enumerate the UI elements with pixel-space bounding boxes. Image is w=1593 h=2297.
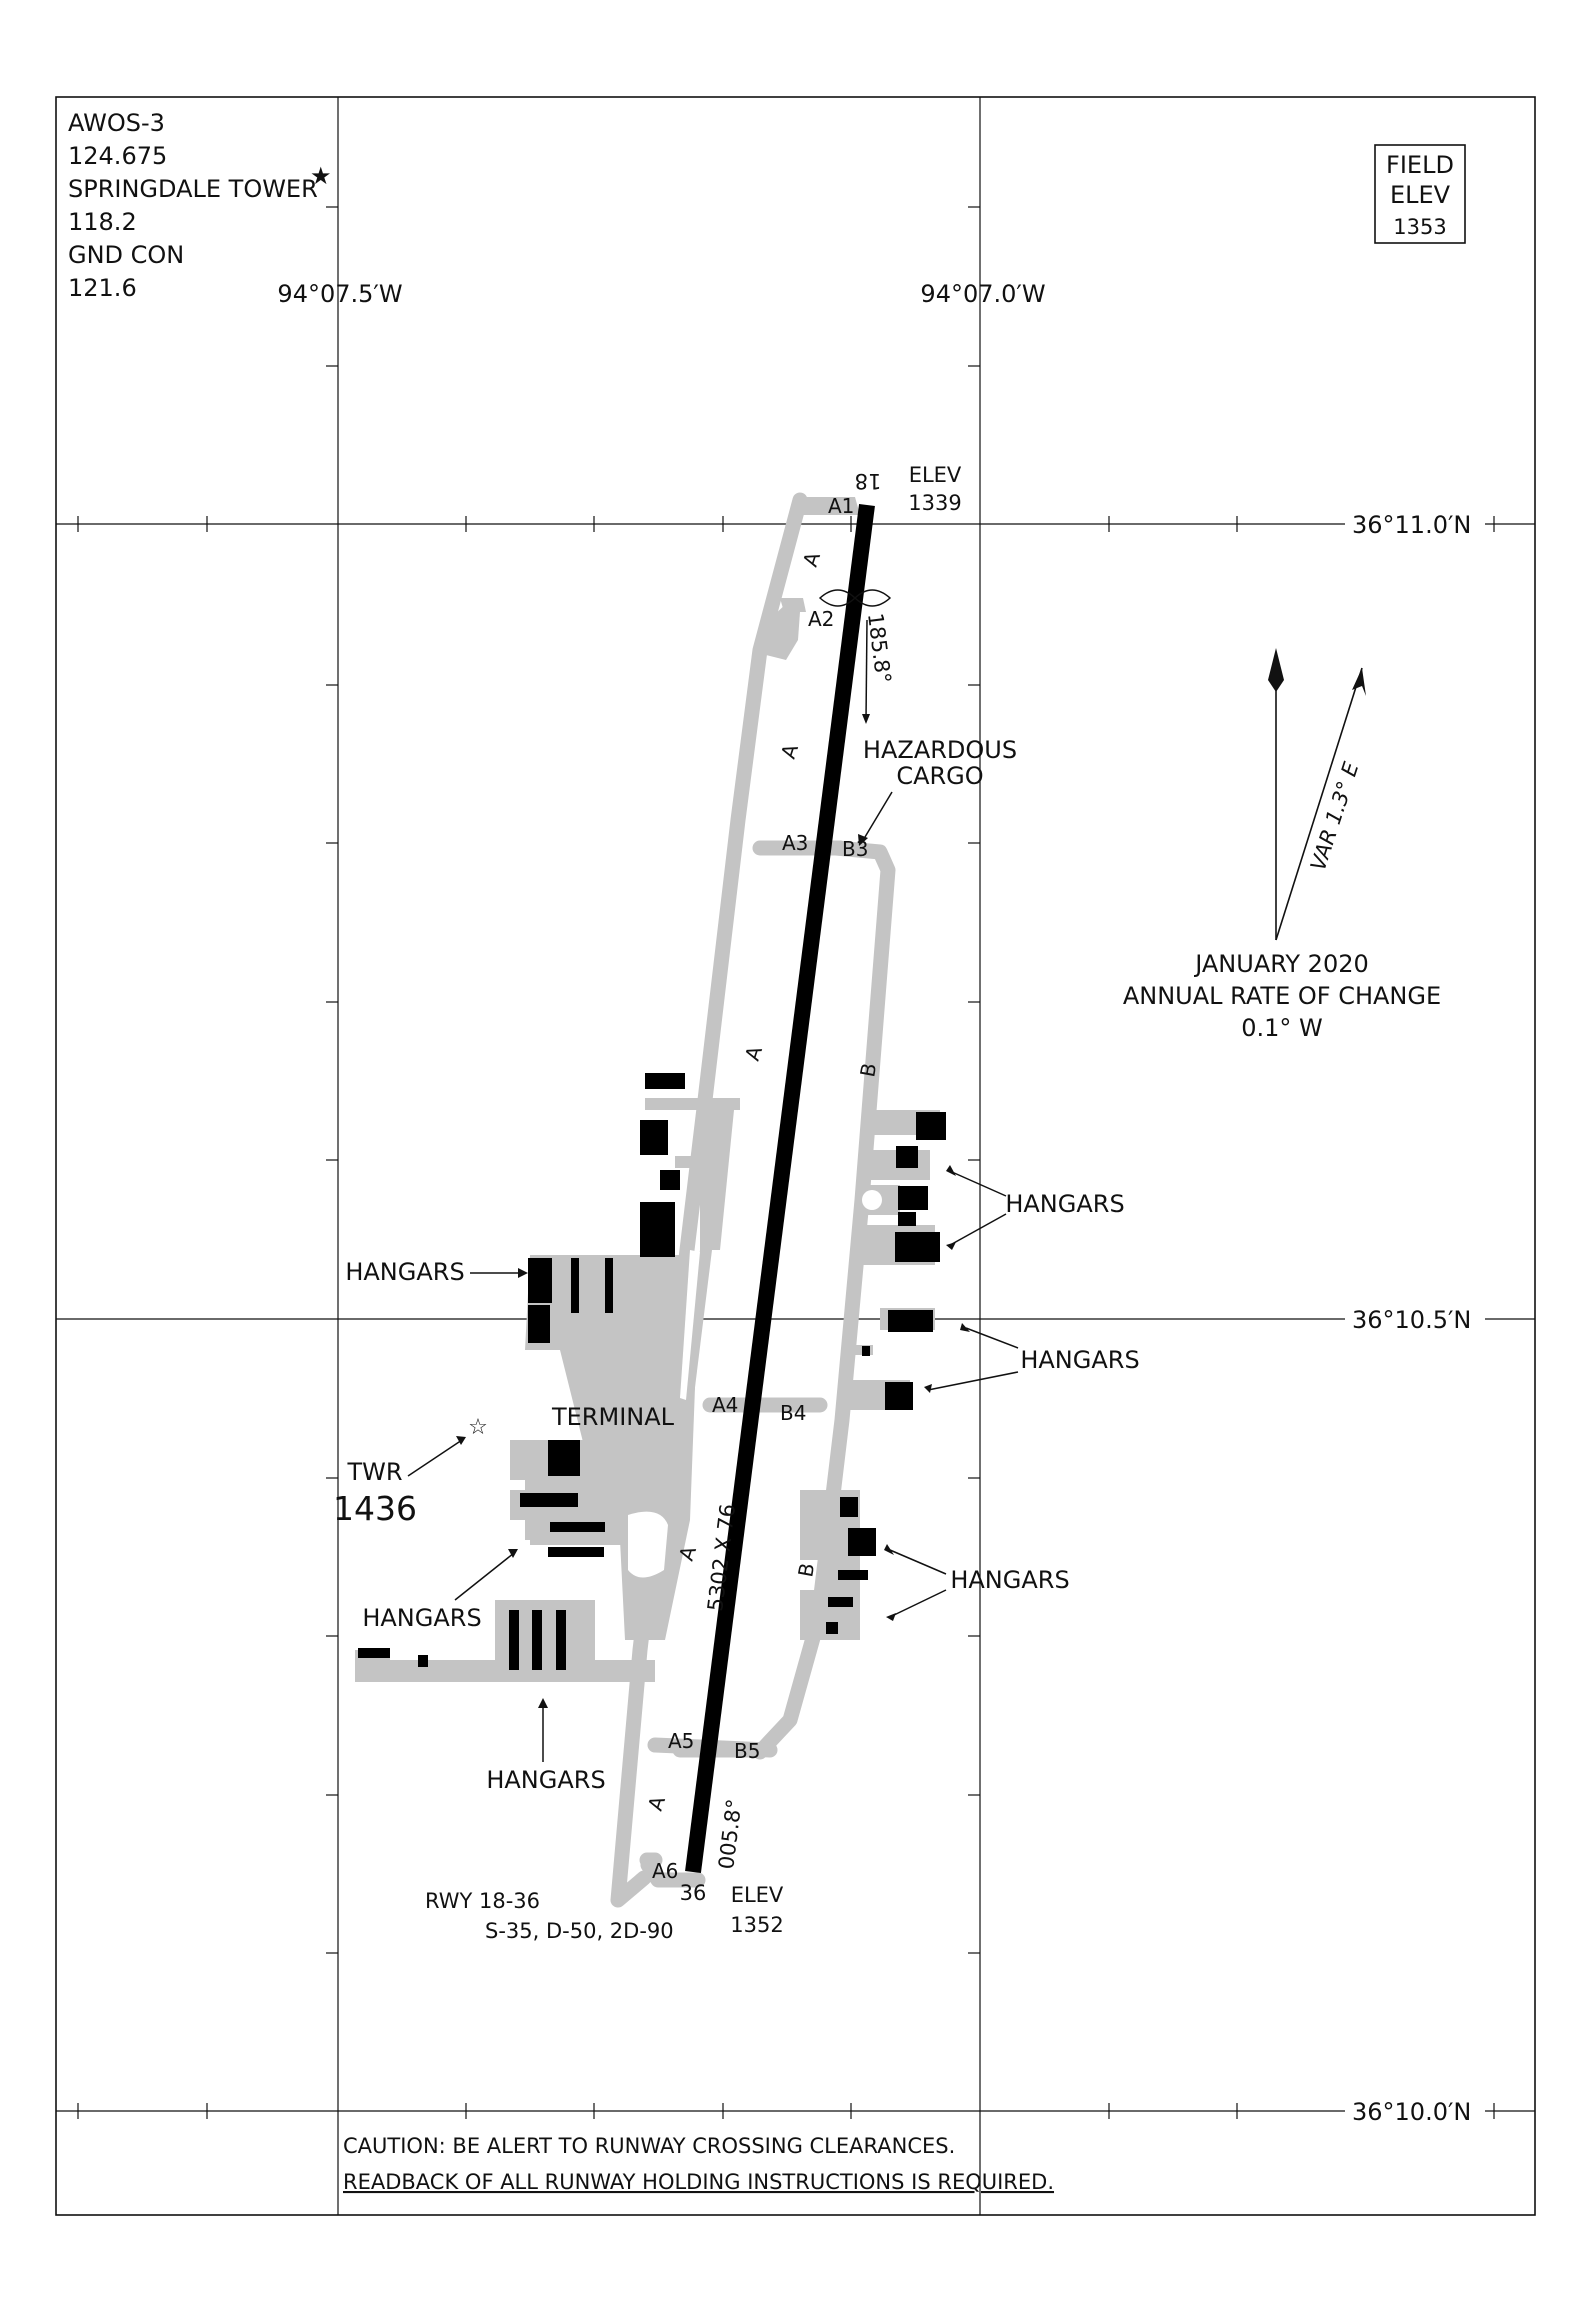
west-apron [355,1098,740,1682]
taxiway-a-label-2: A [776,741,803,762]
runway-end-36-label: 36 [680,1881,707,1905]
heading-arrow-south [865,619,868,721]
runway-north-elev-label: ELEV [909,463,962,487]
lat-label-top: 36°11.0′N [1352,511,1471,539]
magnetic-rate-label: ANNUAL RATE OF CHANGE [1123,982,1441,1010]
runway-south-elev: 1352 [730,1913,783,1937]
field-elev-box [1374,144,1466,244]
field-elev-value: 1353 [1393,215,1446,239]
taxiway-a-label-3: A [740,1043,767,1064]
taxiway-label-b5: B5 [734,1739,760,1763]
taxiway-label-a2: A2 [808,607,834,631]
comms-ground-label: GND CON [68,241,184,269]
hangar-buildings [358,1073,946,1670]
taxiway-label-a1: A1 [828,494,854,518]
hazardous-cargo-label-2: CARGO [896,762,983,790]
part-time-star-icon: ★ [310,162,332,190]
runway-south-elev-label: ELEV [731,1883,784,1907]
comms-ground-freq: 121.6 [68,274,137,302]
taxiway-a-label-1: A [798,549,825,570]
hangars-label-east-2: HANGARS [1020,1346,1139,1374]
twr-arrow [407,1439,463,1477]
taxiway-label-a6: A6 [652,1859,678,1883]
control-tower-icon: ☆ [468,1415,488,1440]
hazardous-cargo-label-1: HAZARDOUS [863,736,1017,764]
magnetic-date: JANUARY 2020 [1193,950,1369,978]
hangars-label-west-1: HANGARS [345,1258,464,1286]
taxiway-label-a3: A3 [782,831,808,855]
taxiway-b [752,840,896,1760]
runway-heading-005: 005.8° [714,1798,746,1871]
taxiway-label-a5: A5 [668,1729,694,1753]
runway-designation: RWY 18-36 [425,1889,540,1913]
taxiway-label-a4: A4 [712,1393,738,1417]
comms-tower-freq: 118.2 [68,208,137,236]
north-arrow-icon [1268,648,1284,940]
taxiway-b-label-1: B [855,1061,881,1079]
terminal-label: TERMINAL [551,1403,675,1431]
lat-label-mid: 36°10.5′N [1352,1306,1471,1334]
field-elev-line1: FIELD [1386,151,1454,179]
runway-strength: S-35, D-50, 2D-90 [485,1919,674,1943]
lon-label-east: 94°07.0′W [920,280,1045,308]
comms-tower-label: SPRINGDALE TOWER [68,175,318,203]
runway-north-elev: 1339 [908,491,961,515]
taxiway-a [610,492,860,1908]
runway-end-18-label: 18 [855,469,882,493]
hangars-label-east-3: HANGARS [950,1566,1069,1594]
chart-frame [55,96,1536,2216]
taxiway-b-label-2: B [793,1561,819,1579]
taxiway-label-b4: B4 [780,1401,806,1425]
twr-label: TWR [346,1458,402,1486]
magnetic-rate: 0.1° W [1241,1014,1323,1042]
wind-cone-icon [818,589,892,607]
comms-awos-label: AWOS-3 [68,109,165,137]
hangars-label-east-1: HANGARS [1005,1190,1124,1218]
twr-elevation: 1436 [333,1489,417,1528]
magnetic-north-arrow-icon [1275,667,1366,941]
lat-label-bottom: 36°10.0′N [1352,2098,1471,2126]
runway-18-36 [685,503,875,1874]
runway-heading-185: 185.8° [863,612,895,685]
field-elev-line2: ELEV [1390,181,1451,209]
taxiway-a-label-5: A [643,1793,670,1814]
readback-note: READBACK OF ALL RUNWAY HOLDING INSTRUCTI… [343,2170,1054,2194]
caution-note: CAUTION: BE ALERT TO RUNWAY CROSSING CLE… [343,2134,955,2158]
hangars-label-west-3: HANGARS [486,1766,605,1794]
hazardous-cargo-arrow [861,791,893,843]
hangars-label-west-2: HANGARS [362,1604,481,1632]
lon-label-west: 94°07.5′W [277,280,402,308]
comms-awos-freq: 124.675 [68,142,167,170]
